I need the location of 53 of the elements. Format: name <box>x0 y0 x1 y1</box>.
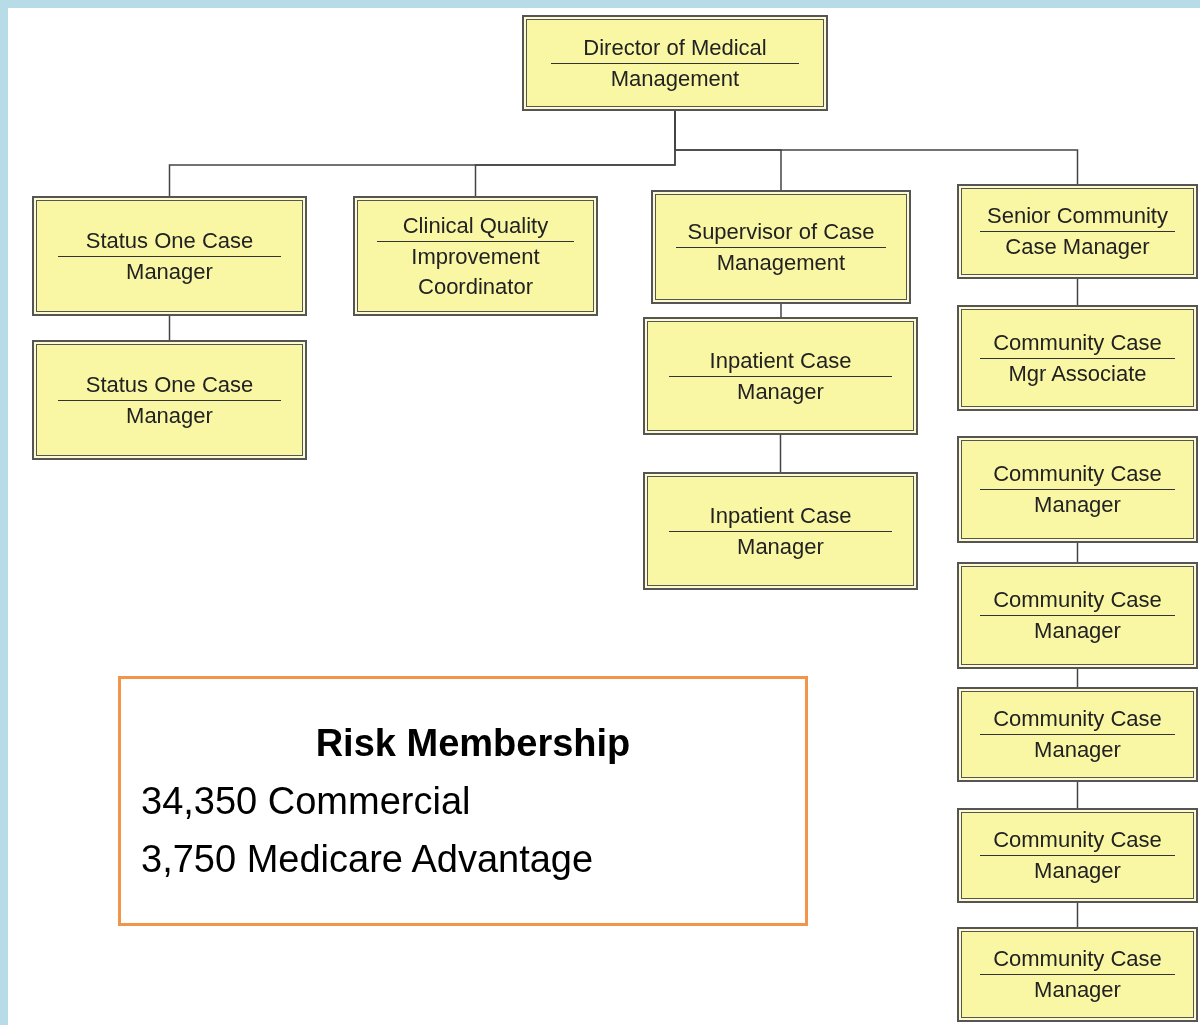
position-subtitle: Manager <box>125 401 214 430</box>
position-title: Community Case <box>980 825 1175 856</box>
position-title: Community Case <box>980 944 1175 975</box>
position-title: Inpatient Case <box>669 500 892 532</box>
position-title: Community Case <box>980 459 1175 490</box>
connector-line <box>1076 902 1079 928</box>
position-subtitle: Manager <box>736 377 825 406</box>
position-box <box>957 562 1198 669</box>
box-heading: Risk Membership <box>314 721 632 766</box>
position-title: Director of Medical <box>551 32 799 64</box>
position-subtitle: Case Manager <box>1004 233 1151 261</box>
position-subtitle: Manager <box>1033 491 1122 519</box>
position-subtitle: Manager <box>1033 617 1122 645</box>
connector-line <box>1076 781 1079 809</box>
position-box <box>957 927 1198 1022</box>
position-box <box>643 317 918 435</box>
position-subtitle: Improvement Coordinator <box>410 242 541 301</box>
position-title: Supervisor of Case <box>676 216 886 248</box>
position-subtitle: Manager <box>736 532 825 561</box>
position-box <box>957 305 1198 411</box>
position-box <box>957 687 1198 782</box>
position-title: Status One Case <box>58 225 281 257</box>
position-subtitle: Manager <box>1033 857 1122 885</box>
position-box <box>957 808 1198 903</box>
connector-line <box>168 315 171 341</box>
membership-count: 3,750 Medicare Advantage <box>141 837 595 882</box>
position-box <box>353 196 598 316</box>
position-box <box>643 472 918 590</box>
membership-count: 34,350 Commercial <box>141 779 472 824</box>
position-box <box>522 15 828 111</box>
position-box <box>32 196 307 316</box>
position-subtitle: Manager <box>125 257 214 286</box>
position-box <box>32 340 307 460</box>
position-subtitle: Management <box>715 248 847 277</box>
position-title: Community Case <box>980 585 1175 616</box>
connector-line <box>780 303 782 318</box>
connector-line <box>1076 278 1079 306</box>
position-title: Clinical Quality <box>376 210 575 242</box>
position-title: Community Case <box>980 327 1175 359</box>
position-title: Community Case <box>980 704 1175 735</box>
position-subtitle: Management <box>609 64 741 93</box>
position-title: Senior Community <box>980 201 1175 232</box>
position-subtitle: Manager <box>1033 976 1122 1004</box>
position-box <box>957 184 1198 279</box>
position-title: Status One Case <box>58 369 281 401</box>
position-subtitle: Manager <box>1033 736 1122 764</box>
position-box <box>651 190 911 304</box>
info-box <box>118 676 808 926</box>
position-title: Inpatient Case <box>669 345 892 377</box>
connector-line <box>1076 542 1079 563</box>
position-subtitle: Mgr Associate <box>1007 359 1148 388</box>
position-box <box>957 436 1198 543</box>
connector-line <box>779 434 782 473</box>
